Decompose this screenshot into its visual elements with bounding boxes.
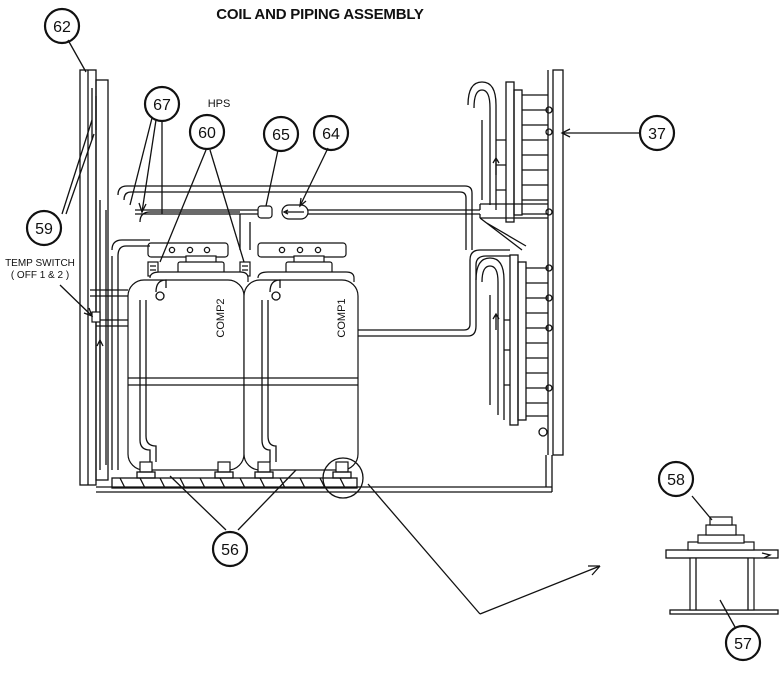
callout-37: 37 — [638, 114, 676, 152]
callout-62: 62 — [43, 7, 81, 45]
manifold — [147, 242, 347, 277]
callout-67: 67 — [143, 85, 181, 123]
compressor-2: COMP2 — [127, 255, 249, 479]
left-piping — [90, 239, 150, 470]
svg-text:57: 57 — [734, 636, 752, 653]
temp-switch-note: ( OFF 1 & 2 ) — [11, 270, 69, 281]
svg-text:64: 64 — [322, 126, 340, 143]
comp2-label: COMP2 — [215, 298, 227, 337]
right-coil — [467, 69, 564, 456]
svg-text:62: 62 — [53, 19, 71, 36]
left-coil — [79, 69, 109, 486]
callout-65: 65 — [262, 115, 300, 153]
svg-text:67: 67 — [153, 97, 171, 114]
piping — [117, 185, 548, 337]
diagram-title: COIL AND PIPING ASSEMBLY — [216, 6, 424, 23]
compressor-1: COMP1 — [243, 255, 359, 479]
svg-text:56: 56 — [221, 542, 239, 559]
leader-lines — [59, 39, 736, 628]
callout-57: 57 — [724, 624, 762, 662]
svg-text:59: 59 — [35, 221, 53, 238]
callout-58: 58 — [657, 460, 695, 498]
detail-view — [367, 483, 779, 615]
cabinet-outline — [96, 455, 553, 493]
svg-text:65: 65 — [272, 127, 290, 144]
temp-switch-label: TEMP SWITCH — [5, 258, 75, 269]
callout-56: 56 — [211, 530, 249, 568]
hps-label: HPS — [208, 98, 231, 110]
comp1-label: COMP1 — [336, 298, 348, 337]
svg-text:60: 60 — [198, 125, 216, 142]
callout-59: 59 — [25, 209, 63, 247]
detail-circle — [322, 457, 364, 499]
svg-text:58: 58 — [667, 472, 685, 489]
callout-60: 60 — [188, 113, 226, 151]
svg-text:37: 37 — [648, 126, 666, 143]
callout-64: 64 — [312, 114, 350, 152]
